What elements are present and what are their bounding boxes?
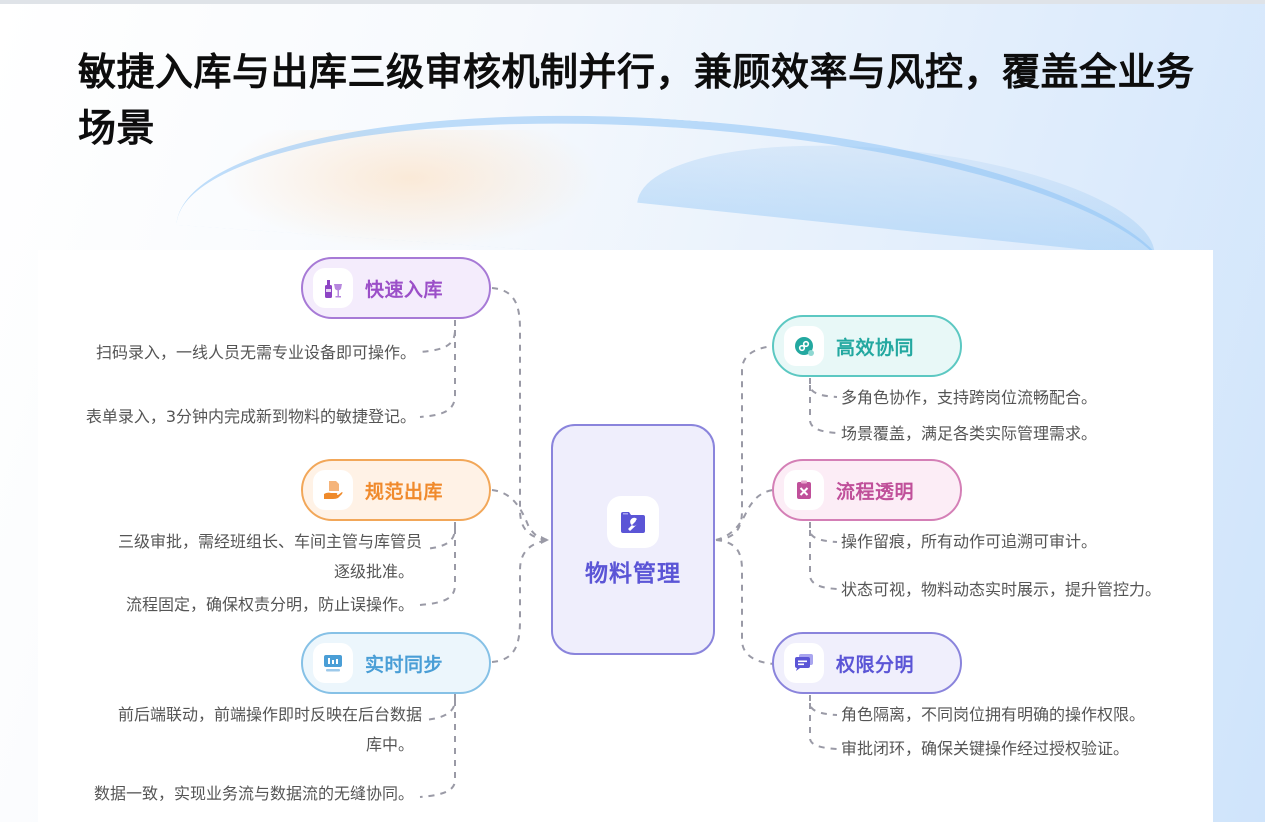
leaf-text: 数据一致，实现业务流与数据流的无缝协同。 bbox=[93, 784, 414, 803]
leaf-text: 三级审批，需经班组长、车间主管与库管员 bbox=[117, 532, 422, 551]
leaf-text: 场景覆盖，满足各类实际管理需求。 bbox=[841, 424, 1098, 443]
branch-label: 快速入库 bbox=[365, 278, 444, 301]
branch-label: 高效协同 bbox=[836, 336, 915, 359]
hero-warm-glow bbox=[220, 130, 600, 250]
leaf-text: 逐级批准。 bbox=[333, 562, 414, 581]
bottle-glass-icon bbox=[313, 268, 353, 308]
page-title: 敏捷入库与出库三级审核机制并行，兼顾效率与风控，覆盖全业务场景 bbox=[78, 50, 1195, 150]
chat-bubble-icon bbox=[784, 643, 824, 683]
leaf-text: 角色隔离，不同岗位拥有明确的操作权限。 bbox=[841, 705, 1146, 724]
branch-node-efficient-collab[interactable]: 高效协同 bbox=[772, 315, 962, 377]
link-icon bbox=[784, 326, 824, 366]
leaf-text: 审批闭环，确保关键操作经过授权验证。 bbox=[841, 739, 1130, 758]
leaf-text: 库中。 bbox=[365, 735, 414, 754]
branch-node-standard-outbound[interactable]: 规范出库 bbox=[301, 459, 491, 521]
leaf-text: 状态可视，物料动态实时展示，提升管控力。 bbox=[841, 580, 1162, 599]
clipboard-check-icon bbox=[784, 470, 824, 510]
leaf-text: 扫码录入，一线人员无需专业设备即可操作。 bbox=[95, 343, 416, 362]
center-node-material-management[interactable]: 物料管理 bbox=[551, 424, 715, 655]
branch-node-transparent-process[interactable]: 流程透明 bbox=[772, 459, 962, 521]
branch-node-fast-inbound[interactable]: 快速入库 bbox=[301, 257, 491, 319]
branch-label: 实时同步 bbox=[365, 653, 444, 676]
leaf-text: 表单录入，3分钟内完成新到物料的敏捷登记。 bbox=[85, 407, 416, 426]
leaf-text: 前后端联动，前端操作即时反映在后台数据 bbox=[117, 705, 422, 724]
leaf-text: 多角色协作，支持跨岗位流畅配合。 bbox=[841, 388, 1098, 407]
leaf-text: 操作留痕，所有动作可追溯可审计。 bbox=[841, 532, 1098, 551]
branch-node-clear-permissions[interactable]: 权限分明 bbox=[772, 632, 962, 694]
branch-node-realtime-sync[interactable]: 实时同步 bbox=[301, 632, 491, 694]
branch-label: 规范出库 bbox=[365, 480, 444, 503]
monitor-chart-icon bbox=[313, 643, 353, 683]
top-border bbox=[0, 0, 1265, 4]
branch-label: 流程透明 bbox=[836, 480, 915, 503]
leaf-text: 流程固定，确保权责分明，防止误操作。 bbox=[125, 595, 414, 614]
branch-label: 权限分明 bbox=[836, 653, 915, 676]
center-label: 物料管理 bbox=[585, 560, 681, 587]
hand-package-icon bbox=[313, 470, 353, 510]
folder-wrench-icon bbox=[607, 495, 659, 548]
